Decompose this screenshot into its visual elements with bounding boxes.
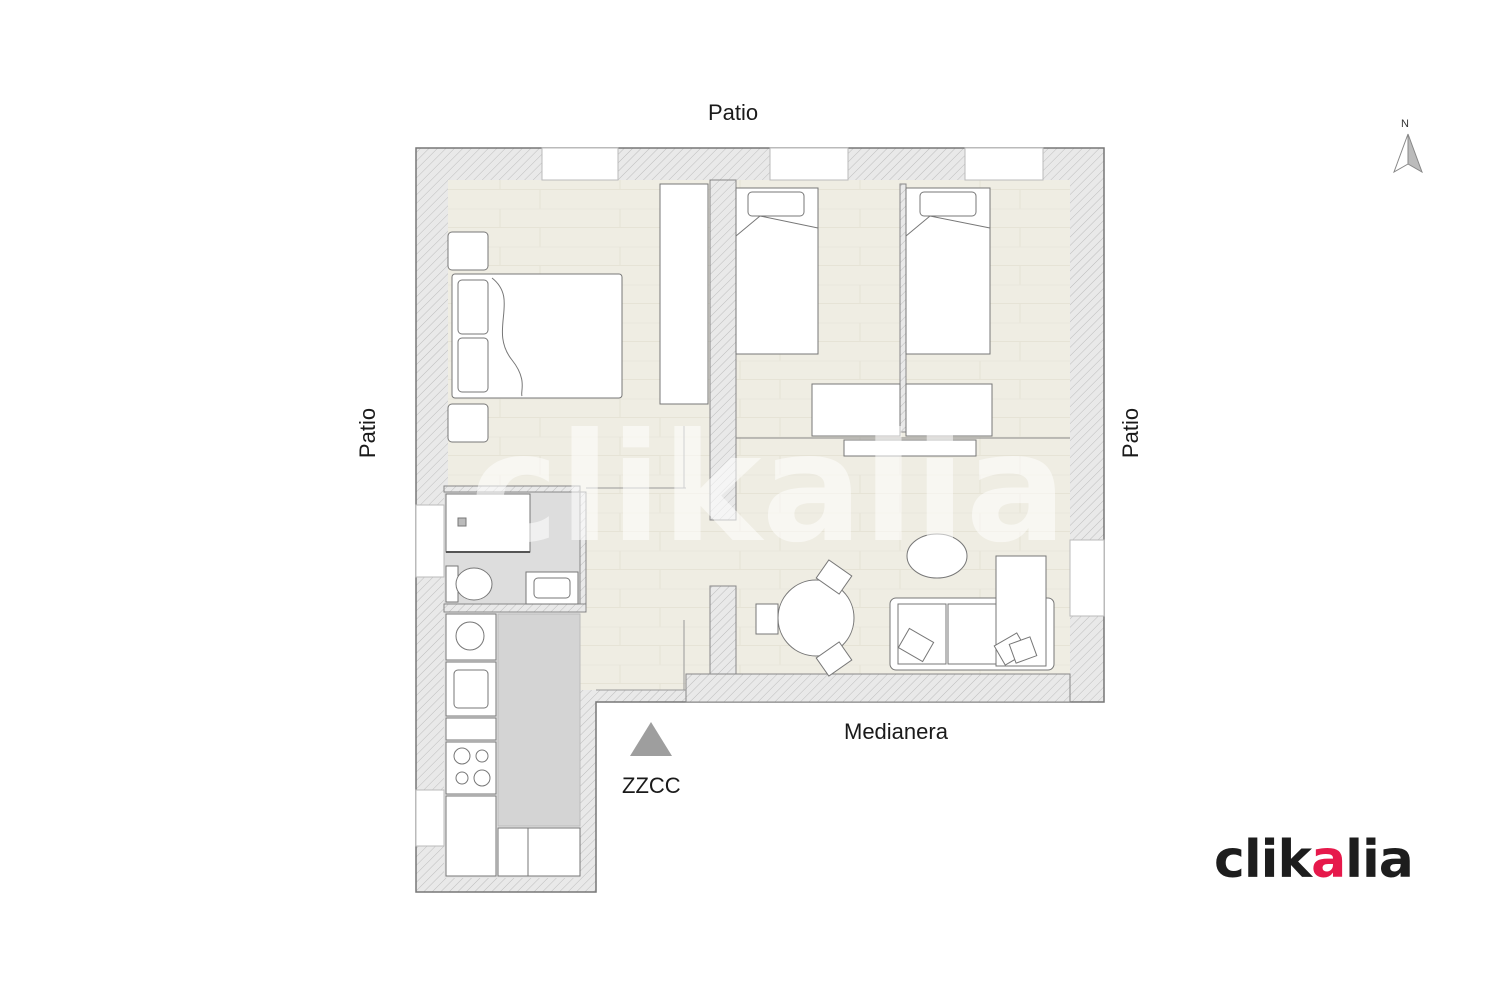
chair-left: [755, 603, 779, 635]
window-left-kitchen: [415, 789, 445, 847]
wardrobe-shelf: [843, 439, 977, 457]
fridge: [527, 827, 581, 877]
bedroom-1-furniture: [447, 183, 709, 443]
label-left: Patio: [355, 407, 381, 459]
window-right: [1069, 539, 1105, 617]
counter-space: [445, 717, 497, 741]
label-right: Patio: [1118, 407, 1144, 459]
window-left-bath: [415, 504, 445, 578]
label-entrance: ZZCC: [622, 773, 681, 798]
kitchen-fixtures: [445, 613, 581, 877]
burner-4: [473, 769, 491, 787]
toilet-bowl: [455, 567, 493, 601]
windows: [415, 147, 1105, 847]
washer-drum: [455, 621, 485, 651]
single-bed-1-sheet: [735, 215, 819, 237]
desk-2: [905, 383, 993, 437]
cooktop: [445, 741, 497, 795]
nightstand-top: [447, 231, 489, 271]
entrance-arrow-icon: [630, 722, 672, 756]
bedrooms-2-3-furniture: [735, 187, 1070, 457]
north-label: N: [1401, 118, 1409, 130]
doors: [586, 426, 686, 691]
cushion-3: [1008, 636, 1038, 664]
single-bed-2-sheet: [905, 215, 991, 237]
chair-top: [815, 559, 853, 595]
cushion-1: [897, 627, 935, 663]
wall-bath-top: [443, 485, 581, 493]
wardrobe: [659, 183, 709, 405]
shower-drain: [457, 517, 467, 527]
burner-3: [455, 771, 469, 785]
kitchen-aisle: [497, 613, 581, 827]
bathroom-fixtures: [445, 493, 579, 605]
brand-logo: clikalia: [1214, 830, 1414, 890]
sofa-seat-2: [947, 603, 997, 665]
counter-corner: [445, 795, 497, 877]
label-top: Patio: [708, 100, 759, 125]
north-arrow-icon: [1393, 133, 1423, 174]
washbasin-bowl: [533, 577, 571, 599]
living-furniture: [755, 533, 1055, 677]
bed-pillow-1: [457, 279, 489, 335]
interior-walls: [443, 179, 1071, 703]
wall-bath-kitchen: [443, 603, 587, 613]
brand-suffix: lia: [1345, 830, 1414, 890]
single-bed-2-pillow: [919, 191, 977, 217]
window-top-1: [541, 147, 619, 181]
single-bed-1-pillow: [747, 191, 805, 217]
wall-bedrooms-2-3: [899, 183, 907, 433]
label-bottom: Medianera: [844, 719, 948, 744]
window-top-3: [964, 147, 1044, 181]
double-bed: [451, 273, 623, 399]
desk-1: [811, 383, 901, 437]
brand-accent: a: [1311, 830, 1346, 890]
brand-prefix: clik: [1214, 830, 1312, 890]
dining-table: [777, 579, 855, 657]
bed-sheet-fold: [491, 277, 523, 397]
burner-1: [453, 747, 471, 765]
watermark: clikalia: [470, 402, 1067, 576]
chair-bottom: [815, 641, 853, 677]
floor-hall: [580, 490, 710, 690]
counter-bottom: [497, 827, 529, 877]
coffee-table: [906, 533, 968, 579]
burner-2: [475, 749, 489, 763]
bed-pillow-2: [457, 337, 489, 393]
nightstand-bottom: [447, 403, 489, 443]
sink-basin: [453, 669, 489, 709]
window-top-2: [769, 147, 849, 181]
wall-living-bottom: [685, 673, 1071, 703]
